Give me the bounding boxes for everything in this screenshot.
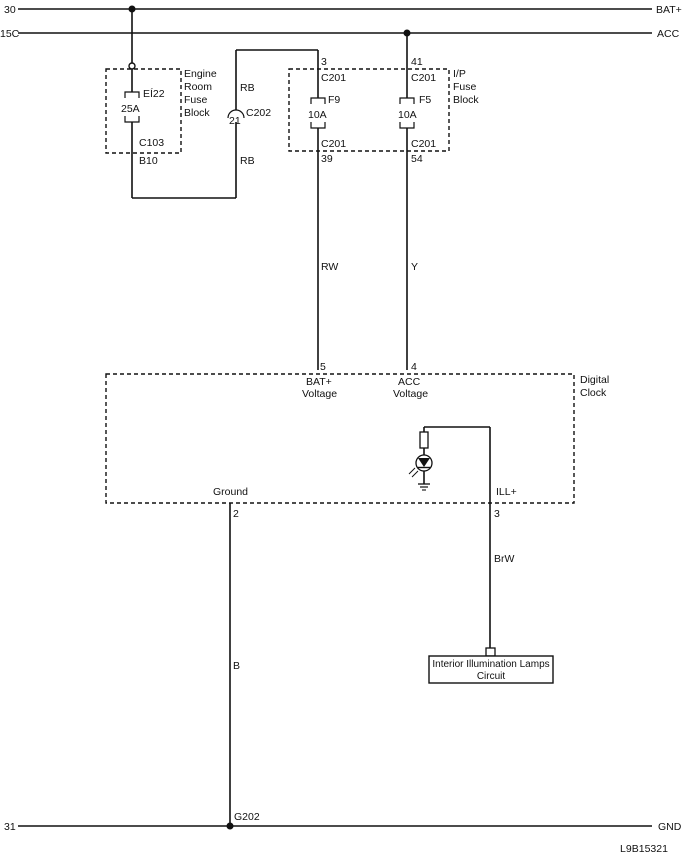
fuse-f9-top-icon — [310, 97, 326, 104]
connector-c103-pin: B10 — [139, 155, 158, 167]
digital-clock-title-1: Digital — [580, 374, 609, 386]
ground-label: Ground — [213, 486, 248, 498]
rail-31-label: 31 — [4, 821, 16, 833]
acc-pin: 4 — [411, 361, 417, 373]
f5-pin-out: 54 — [411, 153, 423, 165]
lamp-connector-icon — [485, 647, 496, 657]
ip-fuse-title-3: Block — [453, 94, 479, 106]
connector-c202-icon — [227, 109, 245, 119]
acc-label-1: ACC — [398, 376, 421, 388]
rail-bat-plus-label: BAT+ — [656, 4, 682, 16]
interior-lamps-label-1: Interior Illumination Lamps — [432, 659, 549, 670]
connector-c103-label: C103 — [139, 137, 164, 149]
fuse-ef22-name: EÍ22 — [143, 87, 165, 100]
wire-brw-label: BrW — [494, 553, 515, 565]
connector-c202-pin: 21 — [229, 115, 241, 127]
bat-label-2: Voltage — [302, 388, 337, 400]
connector-c202-label: C202 — [246, 107, 271, 119]
rb-wire-label-top: RB — [240, 82, 255, 94]
ip-fuse-title-2: Fuse — [453, 81, 477, 93]
fuse-ef22-rating: 25A — [121, 103, 140, 115]
acc-label-2: Voltage — [393, 388, 428, 400]
engine-fuse-title-3: Fuse — [184, 94, 208, 106]
f5-name: F5 — [419, 94, 431, 106]
rail-30-label: 30 — [4, 4, 16, 16]
bat-label-1: BAT+ — [306, 376, 332, 388]
f9-rating: 10A — [308, 109, 327, 121]
figure-code: L9B15321 — [620, 843, 668, 855]
fuse-ef22-top-icon — [124, 91, 140, 98]
fuse-f5-bottom-icon — [399, 122, 415, 129]
bat-pin: 5 — [320, 361, 326, 373]
f9-conn-in: C201 — [321, 72, 346, 84]
interior-lamps-label-2: Circuit — [477, 671, 506, 682]
interior-lamps-box: Interior Illumination Lamps Circuit — [428, 655, 554, 684]
ill-label: ILL+ — [496, 486, 517, 498]
gnd-rail: 31 GND — [4, 821, 682, 833]
led-icon — [408, 454, 433, 478]
wire-rw-label: RW — [321, 261, 338, 273]
f5-pin-in: 41 — [411, 56, 423, 68]
rb-wire-loop: RB 21 C202 RB — [132, 49, 319, 199]
rail-gnd-label: GND — [658, 821, 682, 833]
ip-fuse-block: I/P Fuse Block 3 C201 F9 10A C201 39 41 … — [288, 29, 479, 370]
rail-15c-label: 15C — [0, 28, 20, 40]
f9-name: F9 — [328, 94, 340, 106]
engine-fuse-box-outline — [105, 68, 182, 154]
wire-y-label: Y — [411, 261, 418, 273]
engine-fuse-title-1: Engine — [184, 68, 217, 80]
f9-pin-out: 39 — [321, 153, 333, 165]
engine-room-fuse-block: EÍ22 25A C103 B10 Engine Room Fuse Block — [105, 5, 217, 198]
fuse-ef22-bottom-icon — [124, 116, 140, 123]
bat-plus-rail: 30 BAT+ — [4, 4, 682, 16]
ground-pin: 2 — [233, 508, 239, 520]
ground-point-label: G202 — [234, 811, 260, 823]
f5-conn-in: C201 — [411, 72, 436, 84]
illumination-wire: 3 BrW — [485, 503, 515, 657]
engine-fuse-title-2: Room — [184, 81, 212, 93]
wire-b-label: B — [233, 660, 240, 672]
rail-acc-label: ACC — [657, 28, 680, 40]
digital-clock-title-2: Clock — [580, 387, 607, 399]
resistor-icon — [419, 431, 429, 449]
fuse-f5-top-icon — [399, 97, 415, 104]
engine-fuse-title-4: Block — [184, 107, 210, 119]
ground-splice-dot — [226, 822, 234, 830]
ground-wire: 2 B G202 — [226, 503, 260, 830]
internal-ground-icon — [418, 483, 430, 491]
ill-pin: 3 — [494, 508, 500, 520]
f5-conn-out: C201 — [411, 138, 436, 150]
ip-fuse-title-1: I/P — [453, 68, 466, 80]
fuse-f9-bottom-icon — [310, 122, 326, 129]
rb-wire-label-bottom: RB — [240, 155, 255, 167]
f5-rating: 10A — [398, 109, 417, 121]
ip-fuse-box-outline — [288, 68, 450, 152]
f9-pin-in: 3 — [321, 56, 327, 68]
acc-rail: 15C ACC — [0, 28, 680, 40]
digital-clock-outline — [105, 373, 575, 504]
digital-clock-module: Digital Clock 5 BAT+ Voltage 4 ACC Volta… — [105, 361, 609, 504]
f9-conn-out: C201 — [321, 138, 346, 150]
terminal-circle — [128, 62, 136, 70]
